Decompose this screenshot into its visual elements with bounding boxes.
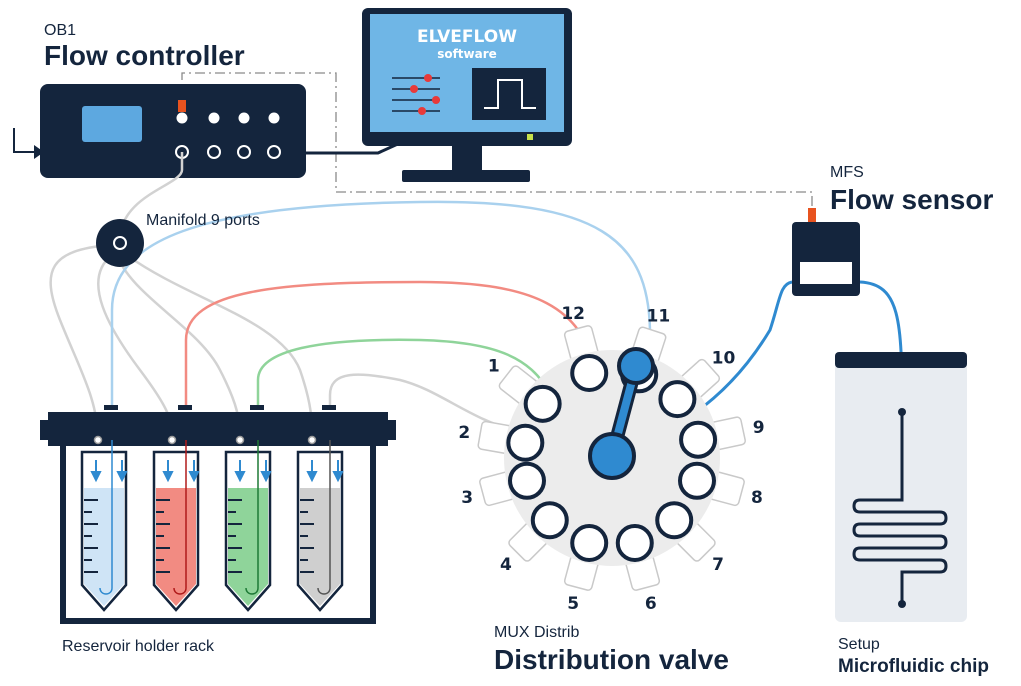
dip-tubes bbox=[99, 440, 331, 595]
computer-monitor bbox=[362, 8, 572, 182]
chip-title: Microfluidic chip bbox=[838, 656, 989, 677]
valve-port bbox=[678, 461, 717, 500]
flow-sensor-device bbox=[792, 208, 860, 296]
flow-controller-model: OB1 bbox=[44, 22, 77, 39]
microfluidic-chip bbox=[835, 352, 967, 622]
grey-line-joints bbox=[93, 435, 317, 445]
valve-port-number: 3 bbox=[461, 488, 473, 508]
chip-model: Setup bbox=[838, 636, 880, 653]
valve-port bbox=[507, 461, 546, 500]
valve-port-number: 8 bbox=[751, 488, 763, 508]
valve-port-number: 6 bbox=[645, 594, 657, 614]
valve-port-number: 2 bbox=[458, 423, 470, 443]
valve-port bbox=[570, 524, 609, 563]
valve-port bbox=[506, 423, 545, 462]
valve-port bbox=[523, 384, 562, 423]
valve-port-number: 10 bbox=[712, 349, 736, 369]
tube-scale-marks bbox=[84, 499, 314, 573]
valve-title: Distribution valve bbox=[494, 644, 729, 675]
valve-port bbox=[570, 353, 609, 392]
valve-port bbox=[615, 524, 654, 563]
software-brand: ELVEFLOW bbox=[417, 27, 517, 47]
reservoir-rack-label: Reservoir holder rack bbox=[62, 638, 215, 655]
valve-port-number: 11 bbox=[647, 306, 671, 326]
valve-port-number: 1 bbox=[488, 357, 500, 377]
manifold-label: Manifold 9 ports bbox=[146, 212, 260, 229]
reservoir-rack bbox=[40, 405, 396, 624]
flow-sensor-title: Flow sensor bbox=[830, 184, 994, 215]
valve-port-number: 7 bbox=[712, 555, 724, 575]
flow-sensor-model: MFS bbox=[830, 164, 864, 181]
valve-port bbox=[530, 501, 569, 540]
tubing bbox=[49, 152, 904, 458]
valve-port-number: 12 bbox=[561, 304, 585, 324]
valve-model: MUX Distrib bbox=[494, 624, 580, 641]
valve-port bbox=[679, 420, 718, 459]
valve-port bbox=[658, 380, 697, 419]
flow-arrows bbox=[90, 460, 344, 483]
flow-controller-device bbox=[13, 84, 306, 178]
valve-port-number: 5 bbox=[567, 594, 579, 614]
distribution-valve bbox=[477, 325, 746, 591]
manifold bbox=[96, 219, 144, 267]
flow-controller-title: Flow controller bbox=[44, 40, 245, 71]
valve-port-number: 9 bbox=[753, 418, 765, 438]
software-subtitle: software bbox=[437, 47, 497, 61]
signal-lines bbox=[181, 72, 813, 210]
valve-port-number: 4 bbox=[500, 555, 512, 575]
valve-port bbox=[655, 501, 694, 540]
